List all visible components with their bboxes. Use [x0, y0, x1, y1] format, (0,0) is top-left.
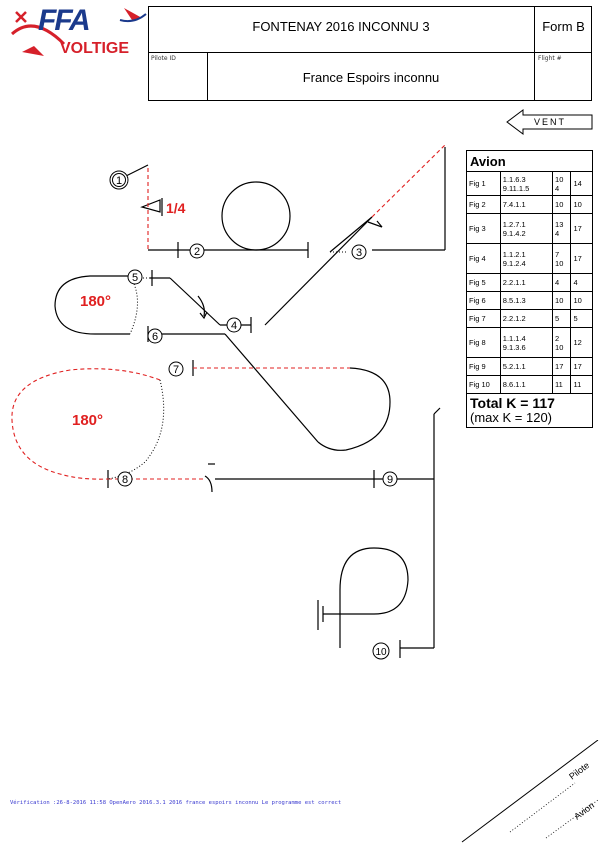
figure-code: 8.6.1.1: [499, 375, 554, 394]
flight-number-label: Flight #: [538, 55, 562, 62]
figure-label: Fig 7: [466, 309, 501, 328]
figure-label: Fig 6: [466, 291, 501, 310]
figure-total: 10: [570, 291, 593, 310]
figure-total: 14: [570, 171, 593, 196]
figure-total: 4: [570, 273, 593, 292]
logo-ffa-text: FFA: [38, 4, 91, 37]
header-divider: [207, 52, 208, 101]
figure-k: 5: [552, 309, 572, 328]
figure-number-1: 1: [116, 175, 122, 187]
figure-label: Fig 1: [466, 171, 501, 196]
figure-code: 2.2.1.1: [499, 273, 554, 292]
figure-k: 13 4: [552, 213, 572, 244]
figure-k: 11: [552, 375, 572, 394]
logo-voltige-text: VOLTIGE: [60, 40, 130, 57]
signature-area: Pilote Avion: [461, 740, 599, 843]
figure-total: 11: [570, 375, 593, 394]
figure-number-8: 8: [122, 474, 128, 486]
figure-code: 1.1.6.3 9.11.1.5: [499, 171, 554, 196]
figure-code: 1.1.1.4 9.1.3.6: [499, 327, 554, 358]
figure-k: 10 4: [552, 171, 572, 196]
figure-number-3: 3: [356, 247, 362, 259]
turn-label-2: 180°: [72, 412, 103, 429]
figure-number-4: 4: [231, 320, 237, 332]
figure-number-10: 10: [375, 647, 387, 658]
figure-number-circle: [127, 269, 143, 285]
figure-number-5: 5: [132, 272, 138, 284]
form-label: Form B: [542, 19, 585, 34]
figure-total: 5: [570, 309, 593, 328]
figure-label: Fig 9: [466, 357, 501, 376]
total-k-label: Total K = 117: [470, 395, 555, 411]
figure-code: 1.1.2.1 9.1.2.4: [499, 243, 554, 274]
figure-label: Fig 3: [466, 213, 501, 244]
figure-label: Fig 10: [466, 375, 501, 394]
header-divider: [534, 52, 535, 101]
figure-number-6: 6: [152, 331, 158, 343]
figure-label: Fig 4: [466, 243, 501, 274]
figure-number-2: 2: [194, 246, 200, 258]
figure-total: 17: [570, 243, 593, 274]
figure-label: Fig 8: [466, 327, 501, 358]
figure-label: Fig 5: [466, 273, 501, 292]
figure-k: 10: [552, 195, 572, 214]
figure-k: 2 10: [552, 327, 572, 358]
pilot-id-label: Pilote ID: [151, 55, 176, 62]
turn-label-1: 180°: [80, 293, 111, 310]
figure-number-circle: [372, 642, 390, 660]
sequence-title: FONTENAY 2016 INCONNU 3: [252, 19, 430, 34]
verification-text: Vérification :26-8-2016 11:58 OpenAero 2…: [10, 800, 342, 806]
figure-k: 4: [552, 273, 572, 292]
max-k-label: (max K = 120): [470, 410, 553, 425]
figure-number-7: 7: [173, 364, 179, 376]
figure-total: 12: [570, 327, 593, 358]
roll-label: 1/4: [166, 200, 186, 216]
wind-arrow-icon: [506, 109, 593, 135]
figure-k: 10: [552, 291, 572, 310]
figure-code: 8.5.1.3: [499, 291, 554, 310]
figure-k: 17: [552, 357, 572, 376]
figure-code: 5.2.1.1: [499, 357, 554, 376]
figure-number-circle: [168, 361, 184, 377]
figure-number-circle: [117, 471, 133, 487]
figure-number-9: 9: [387, 474, 393, 486]
figure-total: 10: [570, 195, 593, 214]
figure-total: 17: [570, 357, 593, 376]
header-box: [148, 6, 592, 101]
figure-number-circle: [226, 317, 242, 333]
figure-number-circle: [147, 328, 163, 344]
figure-total: 17: [570, 213, 593, 244]
header-divider: [148, 52, 592, 53]
pilot-signature-label: Pilote: [567, 760, 591, 782]
figure-number-circle: [351, 244, 367, 260]
figure-number-circle: [382, 471, 398, 487]
figure-k: 7 10: [552, 243, 572, 274]
plane-icon: [10, 8, 147, 56]
total-k-cell: Total K = 117 (max K = 120): [466, 393, 593, 428]
header-divider: [534, 6, 535, 53]
plane-signature-label: Avion: [572, 800, 596, 821]
score-table-header: Avion: [466, 150, 593, 172]
category-label: France Espoirs inconnu: [302, 70, 440, 85]
figure-number-circle: [189, 243, 205, 259]
figure-code: 7.4.1.1: [499, 195, 554, 214]
figure-code: 1.2.7.1 9.1.4.2: [499, 213, 554, 244]
figure-label: Fig 2: [466, 195, 501, 214]
figure-code: 2.2.1.2: [499, 309, 554, 328]
wind-label: VENT: [534, 117, 567, 127]
